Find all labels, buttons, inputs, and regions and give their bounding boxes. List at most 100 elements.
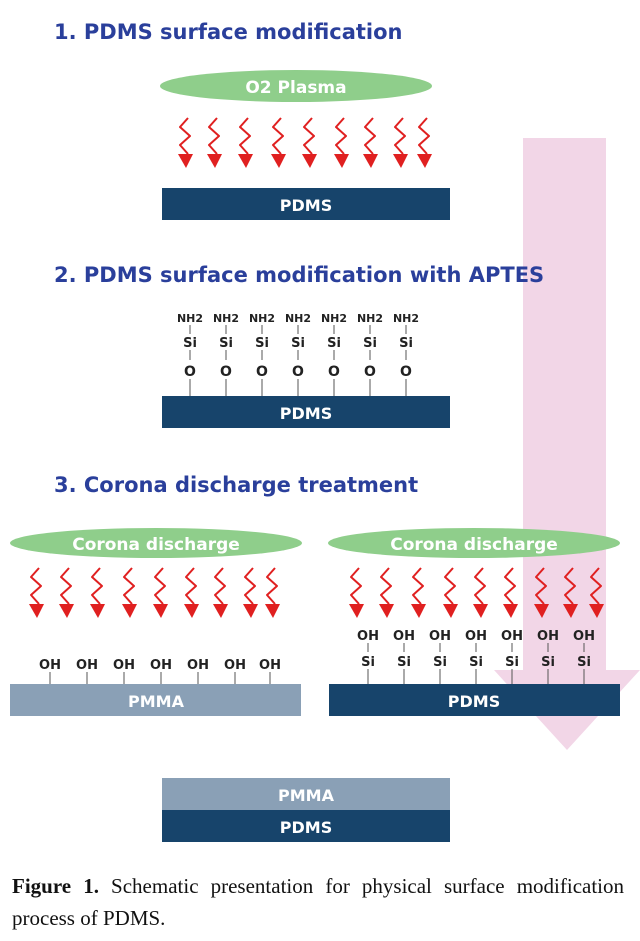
pmma-hydroxyl-groups: OH OH OH OH OH OH OH <box>39 658 281 684</box>
amine-group-label: NH2 <box>321 312 347 325</box>
hydroxyl-group-7: OH <box>259 658 281 684</box>
hydroxyl-group-1: OH <box>39 658 61 684</box>
silicon-label: Si <box>255 336 269 351</box>
hydroxyl-label: OH <box>357 629 379 644</box>
corona-arrow-left-4 <box>122 567 137 618</box>
hydroxyl-group-6: OH <box>224 658 246 684</box>
hydroxyl-label: OH <box>259 658 281 673</box>
silicon-label: Si <box>183 336 197 351</box>
bonded-pdms-label: PDMS <box>280 818 332 837</box>
pdms-layer-step3 <box>329 684 620 716</box>
step1-title: 1. PDMS surface modification <box>54 20 403 44</box>
hydroxyl-group-4: OH <box>150 658 172 684</box>
corona-arrow-left-9 <box>265 567 280 618</box>
silicon-label: Si <box>361 655 375 670</box>
step3-title: 3. Corona discharge treatment <box>54 473 419 497</box>
corona-arrow-right-4 <box>443 567 458 618</box>
corona-arrow-left-8 <box>243 567 258 618</box>
plasma-arrow-3 <box>238 117 253 168</box>
bonded-pmma-label: PMMA <box>278 786 335 805</box>
corona-arrow-left-7 <box>213 567 228 618</box>
pdms-label-step1: PDMS <box>280 196 332 215</box>
hydroxyl-label: OH <box>501 629 523 644</box>
silanol-group-7: OH Si <box>573 629 595 684</box>
hydroxyl-group-3: OH <box>113 658 135 684</box>
corona-arrow-left-6 <box>184 567 199 618</box>
amine-group-label: NH2 <box>177 312 203 325</box>
corona-arrows-right <box>349 567 604 618</box>
oxygen-label: O <box>328 364 340 380</box>
silanol-group-3: OH Si <box>429 629 451 684</box>
hydroxyl-label: OH <box>76 658 98 673</box>
caption-label: Figure 1. <box>12 874 99 898</box>
hydroxyl-label: OH <box>150 658 172 673</box>
pmma-layer <box>10 684 301 716</box>
amine-group-label: NH2 <box>393 312 419 325</box>
hydroxyl-label: OH <box>187 658 209 673</box>
corona-arrow-right-2 <box>379 567 394 618</box>
plasma-arrow-1 <box>178 117 193 168</box>
oxygen-label: O <box>256 364 268 380</box>
hydroxyl-group-2: OH <box>76 658 98 684</box>
silicon-label: Si <box>327 336 341 351</box>
plasma-arrows <box>178 117 432 168</box>
hydroxyl-label: OH <box>573 629 595 644</box>
corona-arrow-right-3 <box>411 567 426 618</box>
step2-title: 2. PDMS surface modification with APTES <box>54 263 545 287</box>
hydroxyl-label: OH <box>429 629 451 644</box>
oxygen-label: O <box>292 364 304 380</box>
plasma-arrow-4 <box>271 117 286 168</box>
corona-ellipse-left <box>10 528 302 558</box>
plasma-arrow-7 <box>363 117 378 168</box>
plasma-arrow-2 <box>207 117 222 168</box>
o2-plasma-ellipse <box>160 70 432 102</box>
corona-ellipse-right <box>328 528 620 558</box>
o2-plasma-label: O2 Plasma <box>245 78 346 98</box>
pdms-label-step3: PDMS <box>448 692 500 711</box>
silicon-label: Si <box>505 655 519 670</box>
silicon-label: Si <box>541 655 555 670</box>
silicon-label: Si <box>577 655 591 670</box>
corona-label-left: Corona discharge <box>72 535 240 555</box>
corona-arrow-right-6 <box>503 567 518 618</box>
oxygen-label: O <box>220 364 232 380</box>
bonded-pdms-layer <box>162 810 450 842</box>
silicon-label: Si <box>219 336 233 351</box>
oxygen-label: O <box>364 364 376 380</box>
silicon-label: Si <box>433 655 447 670</box>
bonded-pmma-layer <box>162 778 450 810</box>
oxygen-label: O <box>184 364 196 380</box>
hydroxyl-label: OH <box>465 629 487 644</box>
silicon-label: Si <box>469 655 483 670</box>
amine-group-label: NH2 <box>357 312 383 325</box>
corona-arrow-right-9 <box>589 567 604 618</box>
corona-arrow-left-3 <box>90 567 105 618</box>
silicon-label: Si <box>363 336 377 351</box>
corona-arrow-right-7 <box>534 567 549 618</box>
hydroxyl-label: OH <box>537 629 559 644</box>
amine-group-label: NH2 <box>285 312 311 325</box>
process-flow-arrow <box>494 138 640 750</box>
pdms-label-step2: PDMS <box>280 404 332 423</box>
hydroxyl-label: OH <box>113 658 135 673</box>
hydroxyl-label: OH <box>39 658 61 673</box>
amine-group-label: NH2 <box>249 312 275 325</box>
hydroxyl-label: OH <box>224 658 246 673</box>
hydroxyl-label: OH <box>393 629 415 644</box>
corona-arrow-right-8 <box>563 567 578 618</box>
caption-text: Schematic presentation for physical surf… <box>12 874 624 930</box>
pdms-layer-step1 <box>162 188 450 220</box>
silicon-label: Si <box>399 336 413 351</box>
corona-arrow-right-1 <box>349 567 364 618</box>
plasma-arrow-6 <box>334 117 349 168</box>
corona-arrows-left <box>29 567 280 618</box>
hydroxyl-group-5: OH <box>187 658 209 684</box>
